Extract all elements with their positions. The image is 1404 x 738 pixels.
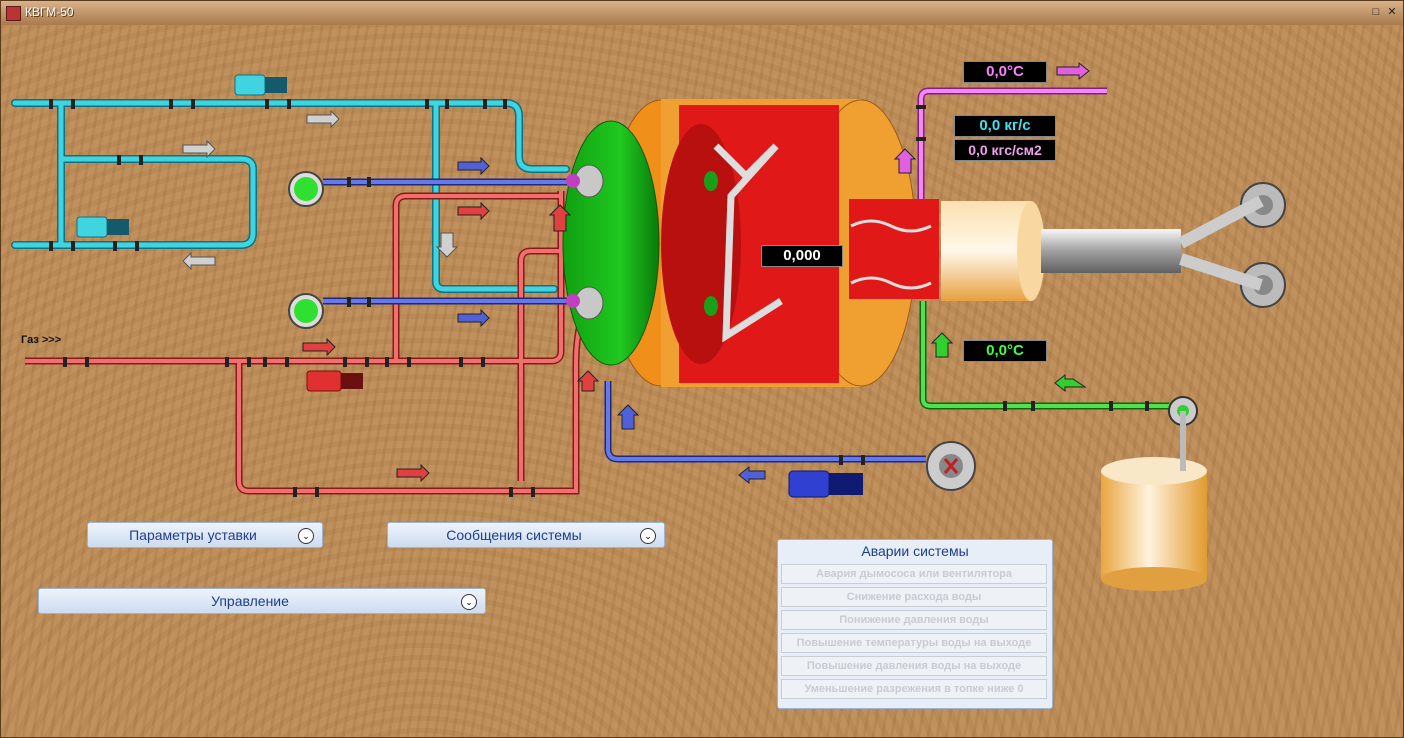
alarm-panel: Аварии системы Авария дымососа или венти… bbox=[777, 539, 1053, 709]
control-panel-button[interactable]: Управление ⌄ bbox=[38, 588, 486, 614]
flow-readout: 0,0 кг/с bbox=[954, 115, 1056, 137]
setpoints-panel-button[interactable]: Параметры уставки ⌄ bbox=[87, 522, 323, 548]
chevron-down-icon[interactable]: ⌄ bbox=[640, 528, 656, 544]
gas-inlet-label: Газ >>> bbox=[21, 334, 62, 346]
chevron-down-icon[interactable]: ⌄ bbox=[461, 594, 477, 610]
messages-panel-label: Сообщения системы bbox=[446, 527, 582, 543]
blower-fan bbox=[926, 441, 976, 491]
valves bbox=[49, 99, 1149, 497]
alarm-indicator[interactable]: Понижение давления воды bbox=[781, 610, 1047, 630]
gas-pipes bbox=[25, 191, 585, 495]
title-bar[interactable]: КВГМ-50 □ ✕ bbox=[1, 1, 1403, 26]
alarm-indicator[interactable]: Авария дымососа или вентилятора bbox=[781, 564, 1047, 584]
alarm-indicator[interactable]: Снижение расхода воды bbox=[781, 587, 1047, 607]
setpoints-panel-label: Параметры уставки bbox=[129, 527, 257, 543]
furnace-value-readout: 0,000 bbox=[761, 245, 843, 267]
return-water-pipe bbox=[919, 301, 1169, 410]
air-fan-top bbox=[288, 171, 324, 207]
boiler bbox=[562, 99, 939, 387]
window-title: КВГМ-50 bbox=[25, 5, 74, 19]
flow-arrows bbox=[182, 61, 1090, 485]
app-icon bbox=[6, 6, 21, 21]
pressure-readout: 0,0 кгс/см2 bbox=[954, 139, 1056, 161]
alarm-panel-title: Аварии системы bbox=[861, 543, 969, 559]
alarm-indicator[interactable]: Повышение давления воды на выходе bbox=[781, 656, 1047, 676]
alarm-indicator[interactable]: Уменьшение разрежения в топке ниже 0 bbox=[781, 679, 1047, 699]
hot-water-outlet-pipe bbox=[917, 87, 1107, 211]
close-icon[interactable]: ✕ bbox=[1387, 6, 1397, 18]
mnemonic-canvas: Газ >>> 0,0°C 0,0 кг/с 0,0 кгс/см2 0,000… bbox=[1, 25, 1403, 737]
process-scheme bbox=[11, 61, 1286, 591]
maximize-icon[interactable]: □ bbox=[1372, 6, 1380, 18]
pump-motor-top bbox=[234, 74, 287, 96]
air-fan-bottom bbox=[288, 293, 324, 329]
gas-motor bbox=[306, 370, 363, 392]
control-panel-label: Управление bbox=[211, 593, 289, 609]
messages-panel-button[interactable]: Сообщения системы ⌄ bbox=[387, 522, 665, 548]
return-water-temperature-readout: 0,0°C bbox=[963, 340, 1047, 362]
water-supply-pipes bbox=[11, 99, 570, 293]
chevron-down-icon[interactable]: ⌄ bbox=[298, 528, 314, 544]
air-pipes bbox=[323, 178, 926, 463]
blower-motor bbox=[788, 470, 863, 498]
flue-gas-duct bbox=[941, 195, 1264, 301]
pump-motor-bottom bbox=[76, 216, 129, 238]
storage-tank bbox=[1101, 411, 1207, 591]
alarm-indicator[interactable]: Повышение температуры воды на выходе bbox=[781, 633, 1047, 653]
flue-temperature-readout: 0,0°C bbox=[963, 61, 1047, 83]
